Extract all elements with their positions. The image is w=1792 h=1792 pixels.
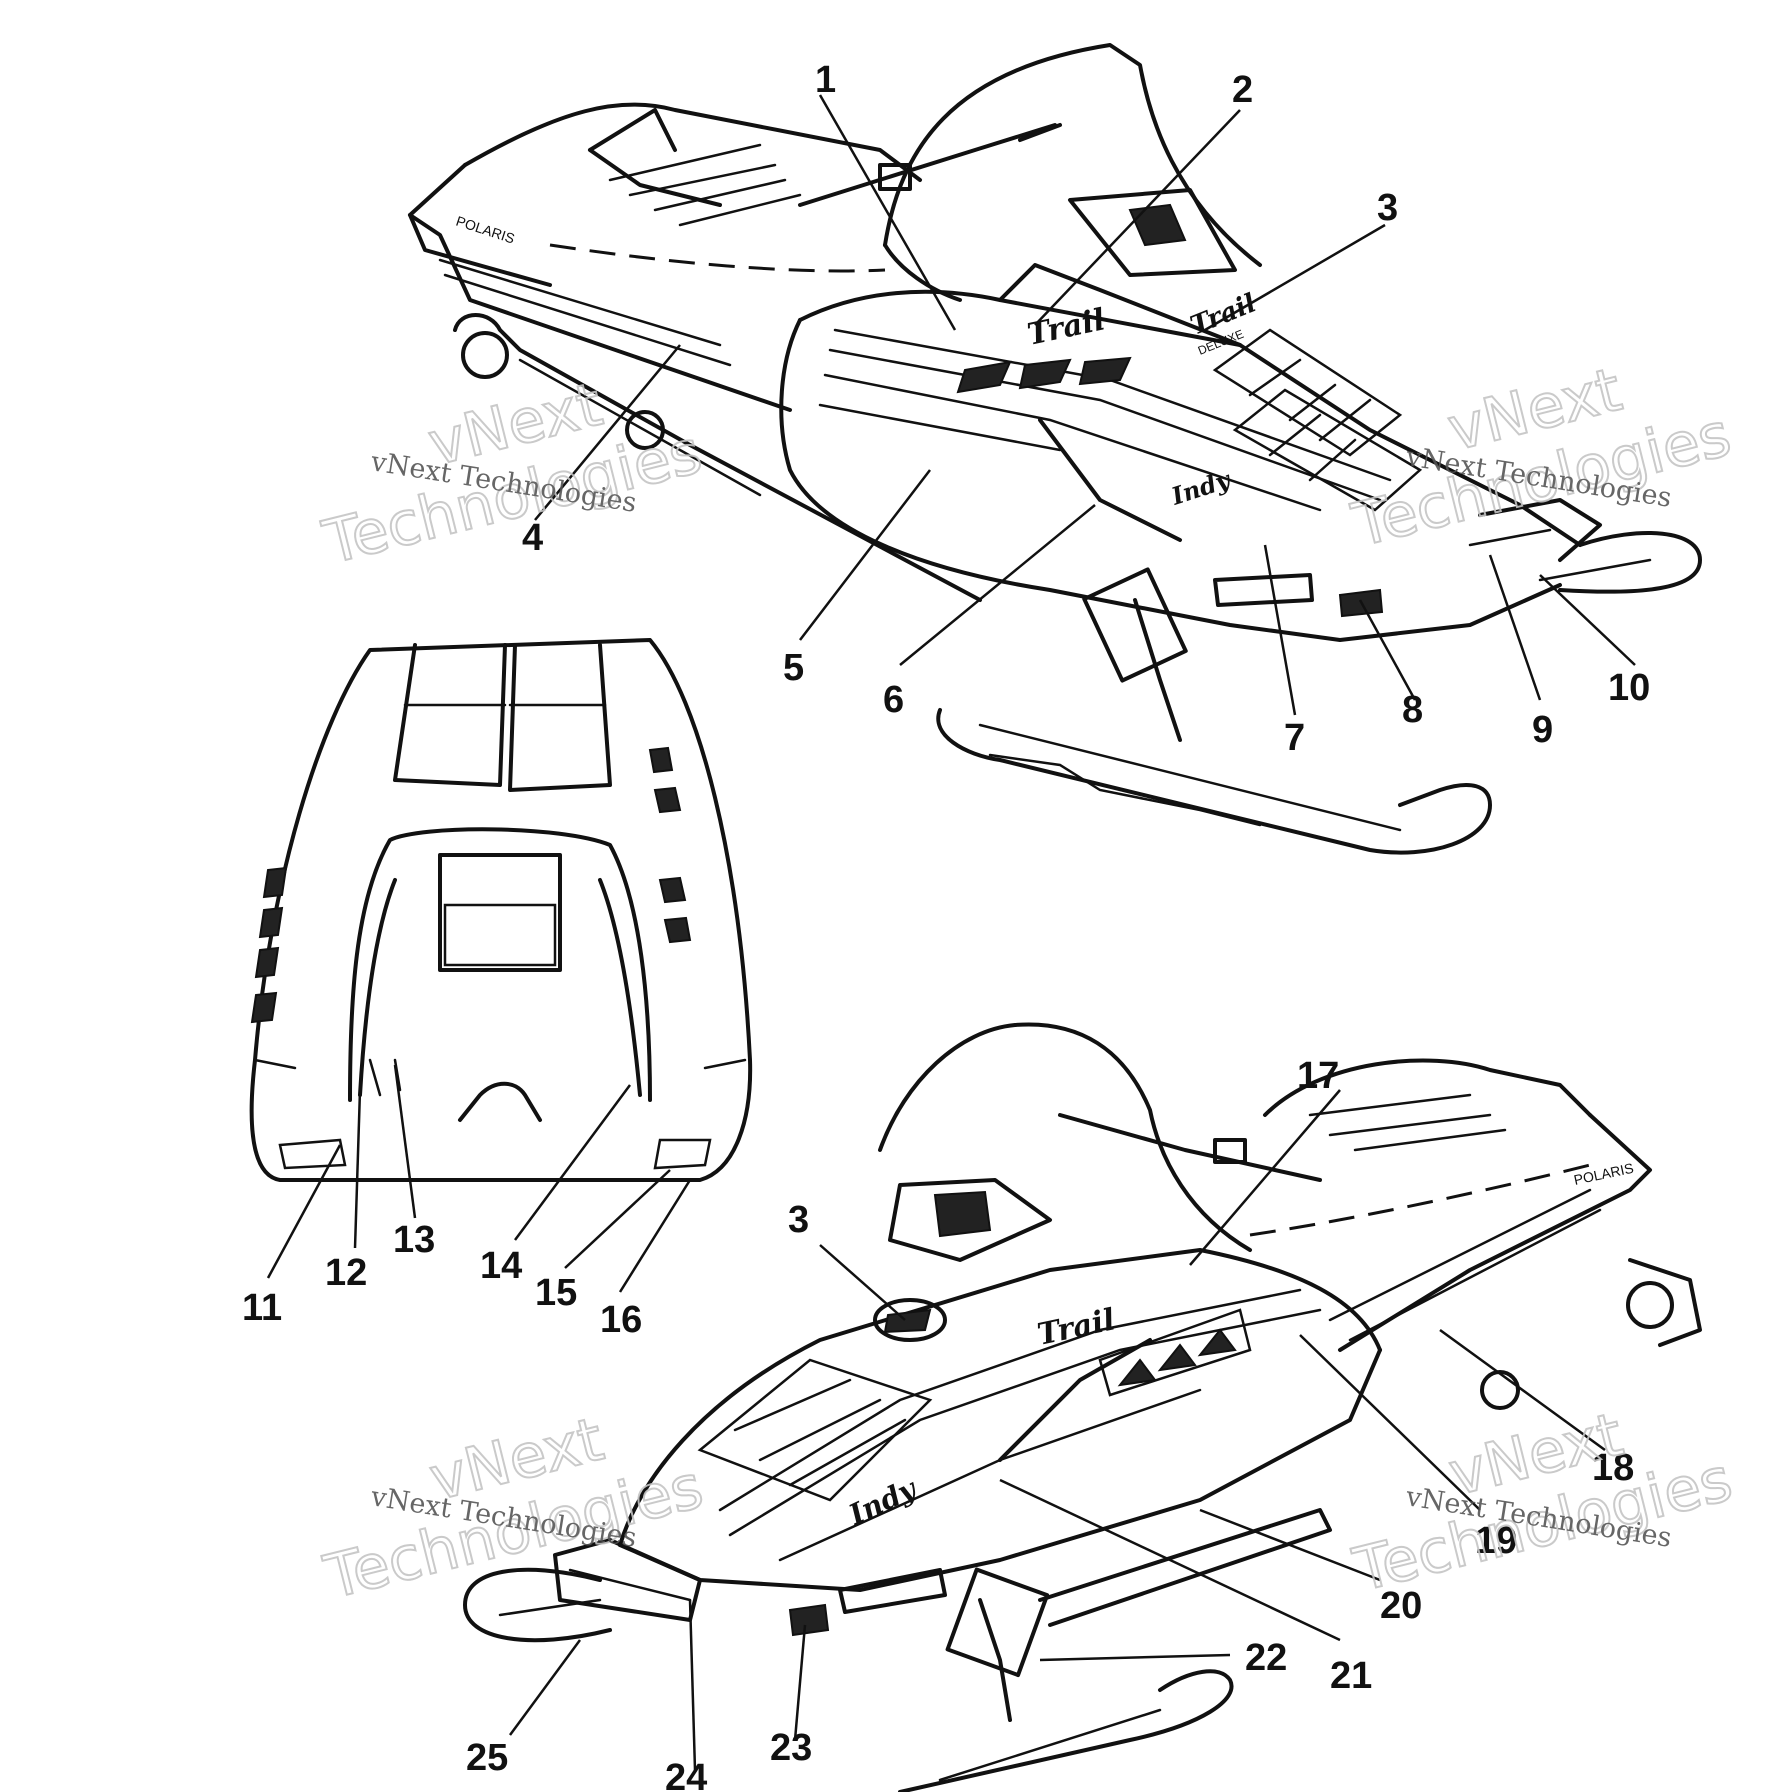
watermarks: vNext Technologies vNext Technologies vN… [316,354,1740,1614]
bottom-snowmobile: POLARIS Trail Indy [463,1022,1702,1792]
trail-decal-text: Trail [1024,302,1108,352]
indy-decal-text-2: Indy [843,1471,922,1531]
callout-15: 15 [535,1272,577,1314]
callout-1: 1 [815,59,836,101]
callout-19: 19 [1475,1520,1517,1562]
leader-lines [266,94,1636,1771]
callout-11: 11 [242,1287,282,1329]
callout-14: 14 [480,1245,522,1287]
callout-10: 10 [1608,667,1650,709]
callout-13: 13 [393,1219,435,1261]
polaris-decal-text-2: POLARIS [1572,1160,1635,1188]
callout-labels: 1 2 3 4 5 6 7 8 9 10 11 12 13 14 15 16 1… [242,59,1650,1792]
callout-7: 7 [1284,717,1305,759]
callout-18: 18 [1592,1447,1634,1489]
callout-22: 22 [1245,1637,1287,1679]
callout-24: 24 [665,1757,707,1792]
callout-6: 6 [883,679,904,721]
callout-4: 4 [522,517,543,559]
hood-top-view [249,638,753,1182]
callout-2: 2 [1232,69,1253,111]
callout-3: 3 [1377,187,1398,229]
callout-16: 16 [600,1299,642,1341]
callout-17: 17 [1297,1055,1339,1097]
callout-3-bottom: 3 [788,1199,809,1241]
callout-25: 25 [466,1737,508,1779]
callout-8: 8 [1402,689,1423,731]
callout-23: 23 [770,1727,812,1769]
callout-12: 12 [325,1252,367,1294]
trail-decal-text-2: Trail [1034,1302,1118,1352]
callout-21: 21 [1330,1655,1372,1697]
callout-9: 9 [1532,709,1553,751]
callout-20: 20 [1380,1585,1422,1627]
polaris-decal-text: POLARIS [454,213,517,247]
callout-5: 5 [783,647,804,689]
